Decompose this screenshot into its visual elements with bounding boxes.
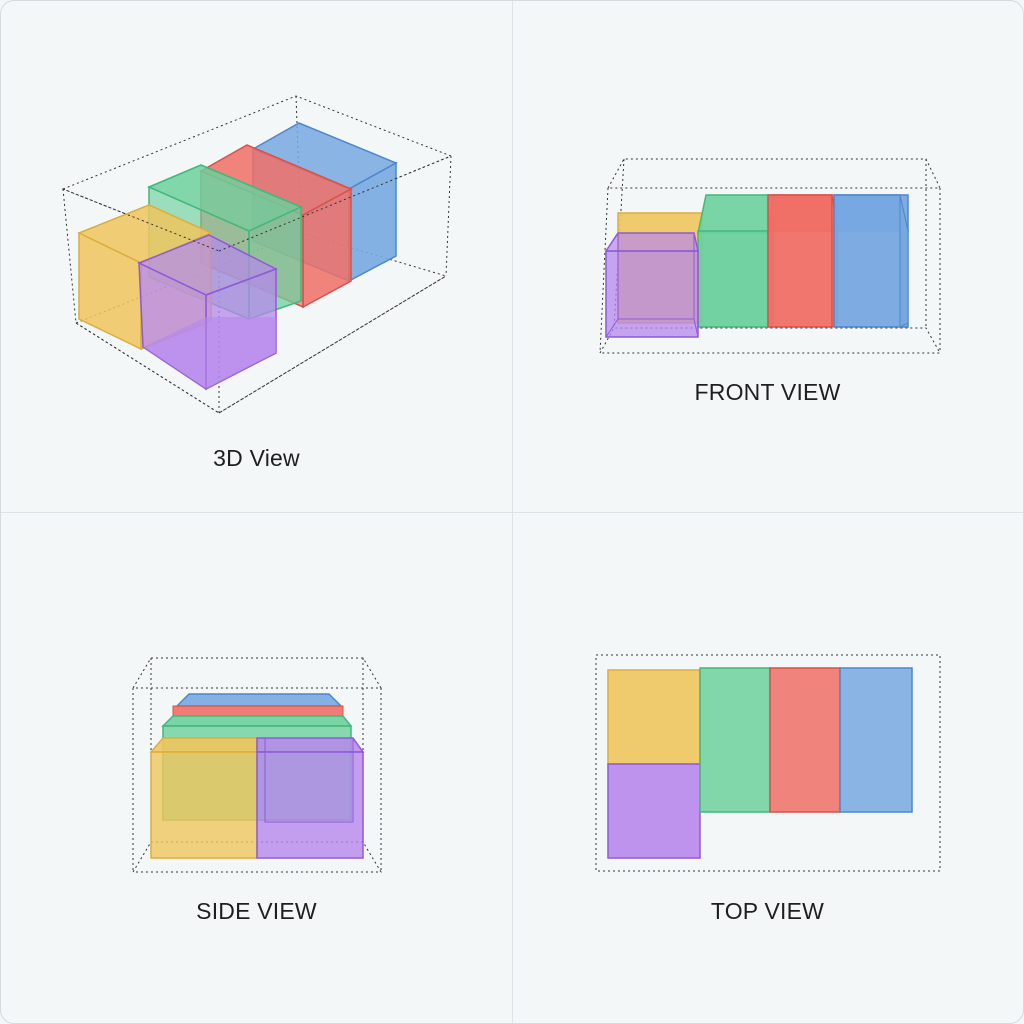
panel-top-view: TOP VIEW bbox=[512, 512, 1023, 1023]
top-bounding-box bbox=[595, 654, 941, 872]
side-box-red bbox=[172, 705, 344, 717]
front-view-drawing bbox=[599, 158, 941, 354]
caption-side-view: SIDE VIEW bbox=[196, 898, 317, 924]
caption-front-view: FRONT VIEW bbox=[694, 379, 841, 405]
top-view-drawing bbox=[595, 654, 941, 872]
top-box-blue bbox=[839, 667, 913, 813]
caption-3d-view: 3D View bbox=[213, 445, 300, 471]
front-box-green bbox=[697, 194, 775, 328]
horizontal-divider bbox=[1, 512, 1023, 513]
top-box-purple bbox=[607, 763, 701, 859]
panel-front-view: FRONT VIEW bbox=[512, 1, 1023, 512]
iso-view-drawing bbox=[61, 95, 453, 414]
front-box-red bbox=[767, 194, 839, 328]
side-box-blue bbox=[175, 693, 343, 707]
side-box-purple bbox=[256, 737, 365, 859]
side-box-yellow bbox=[149, 737, 258, 859]
iso-box-purple bbox=[137, 234, 278, 391]
front-box-purple bbox=[604, 232, 699, 338]
panel-3d-view: 3D View bbox=[1, 1, 512, 512]
caption-top-view: TOP VIEW bbox=[710, 898, 825, 924]
top-box-yellow bbox=[607, 669, 701, 765]
iso-bounding-box-front bbox=[62, 155, 452, 414]
top-box-green bbox=[699, 667, 771, 813]
panel-side-view: SIDE VIEW bbox=[1, 512, 512, 1023]
top-box-red bbox=[769, 667, 841, 813]
front-box-blue bbox=[833, 194, 909, 328]
side-view-drawing bbox=[132, 657, 382, 873]
